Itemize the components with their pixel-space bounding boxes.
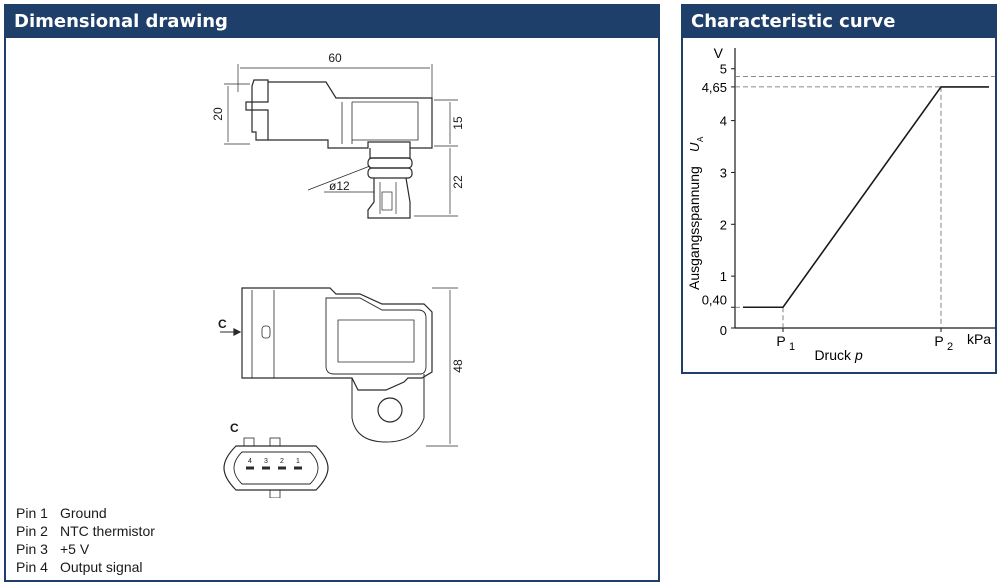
pin-number-4: 4 (248, 458, 252, 465)
y-unit-label: V (714, 45, 724, 61)
view-arrow-label: C (218, 317, 227, 331)
pin-row: Pin 4 Output signal (16, 558, 155, 576)
sensor-drawing: 60 20 15 22 ø12 48 C C 4 3 2 1 (211, 51, 465, 498)
dimensional-drawing-title: Dimensional drawing (6, 6, 658, 38)
x-tick-sub: 1 (789, 341, 795, 353)
pin-number-3: 3 (264, 458, 268, 465)
y-tick-label: 2 (720, 217, 727, 232)
pin-row: Pin 3 +5 V (16, 540, 155, 558)
pin-id: Pin 1 (16, 505, 48, 521)
y-tick-label: 5 (720, 62, 727, 77)
pin-desc: Ground (60, 505, 107, 521)
y-tick-label: 3 (720, 165, 727, 180)
y-axis-symbol: U (687, 142, 702, 152)
y-tick-label: 0,40 (702, 292, 727, 307)
dim-20: 20 (211, 107, 225, 121)
pin-desc: NTC thermistor (60, 523, 155, 539)
y-tick-label: 4 (720, 114, 727, 129)
dim-15: 15 (451, 116, 465, 130)
dim-diameter-12: ø12 (329, 179, 350, 193)
y-tick-label: 4,65 (702, 80, 727, 95)
y-tick-label: 1 (720, 269, 727, 284)
pin-desc: +5 V (60, 541, 90, 557)
pin-number-1: 1 (296, 458, 300, 465)
dim-48: 48 (451, 359, 465, 373)
y-axis-label: Ausgangsspannung (686, 166, 702, 290)
x-axis-label: Druck (814, 347, 852, 363)
pin-row: Pin 2 NTC thermistor (16, 522, 155, 540)
characteristic-curve-title: Characteristic curve (683, 6, 995, 38)
x-tick-label: P (934, 333, 943, 349)
dim-60: 60 (328, 51, 342, 65)
y-tick-label: 0 (720, 323, 727, 338)
pin-id: Pin 3 (16, 541, 48, 557)
x-unit-label: kPa (967, 331, 991, 347)
x-axis-symbol: p (854, 347, 863, 363)
dim-22: 22 (451, 175, 465, 189)
y-axis-symbol-sub: A (696, 136, 705, 142)
dimensional-drawing-panel: Dimensional drawing (4, 4, 660, 582)
x-tick-sub: 2 (947, 341, 953, 353)
connector-view-label: C (230, 421, 239, 435)
pin-number-2: 2 (280, 458, 284, 465)
pin-row: Pin 1 Ground (16, 504, 155, 522)
pin-assignment-list: Pin 1 Ground Pin 2 NTC thermistor Pin 3 +5 … (16, 504, 155, 576)
output-voltage-line (743, 86, 989, 309)
pin-id: Pin 2 (16, 523, 48, 539)
pin-id: Pin 4 (16, 559, 48, 575)
x-tick-label: P (776, 333, 785, 349)
pin-desc: Output signal (60, 559, 143, 575)
